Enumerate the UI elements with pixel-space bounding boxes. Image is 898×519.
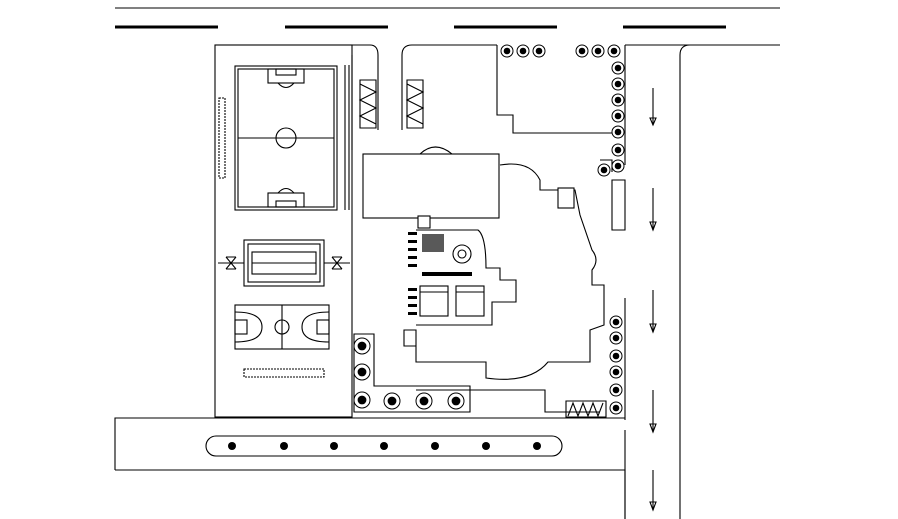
road-median: [205, 435, 563, 457]
tree: [383, 392, 401, 410]
lamp: [482, 442, 490, 450]
lamp: [330, 442, 338, 450]
lamp: [533, 442, 541, 450]
tennis-court: [218, 239, 350, 287]
tree: [609, 349, 623, 363]
tree: [611, 125, 625, 139]
lamp: [431, 442, 439, 450]
tree: [532, 44, 546, 58]
entrance: [351, 44, 497, 150]
tree: [353, 391, 371, 409]
basketball-court: [234, 304, 330, 350]
bleacher: [218, 97, 226, 179]
tree: [353, 363, 371, 381]
road-arrow: [649, 470, 657, 512]
tree: [611, 143, 625, 157]
median-lamps: [228, 442, 541, 450]
tree: [575, 44, 589, 58]
tree: [591, 44, 605, 58]
road-arrow: [649, 290, 657, 334]
tree: [611, 109, 625, 123]
tree: [609, 365, 623, 379]
lamp: [380, 442, 388, 450]
seating-rows: [408, 232, 472, 315]
sports-ground: [214, 44, 353, 418]
tree: [609, 401, 623, 415]
tree: [611, 159, 625, 173]
tree: [609, 383, 623, 397]
road-arrow: [649, 188, 657, 232]
lamp: [228, 442, 236, 450]
road-arrow: [649, 88, 657, 127]
tree: [611, 61, 625, 75]
main-building: [362, 45, 613, 380]
lamp: [280, 442, 288, 450]
tree: [353, 337, 371, 355]
road-arrow: [649, 390, 657, 434]
tree: [611, 77, 625, 91]
tree: [597, 163, 611, 177]
tree: [611, 93, 625, 107]
right-road: [611, 44, 780, 519]
tree: [500, 44, 514, 58]
trees: [353, 44, 625, 415]
front-garden: [353, 333, 607, 418]
tree: [607, 44, 621, 58]
tree: [609, 315, 623, 329]
top-road: [115, 7, 780, 29]
bottom-road: [114, 417, 626, 519]
tree: [609, 331, 623, 345]
tree: [415, 392, 433, 410]
bench-row: [243, 368, 325, 378]
football-field: [234, 65, 338, 211]
tree: [447, 392, 465, 410]
tree: [516, 44, 530, 58]
